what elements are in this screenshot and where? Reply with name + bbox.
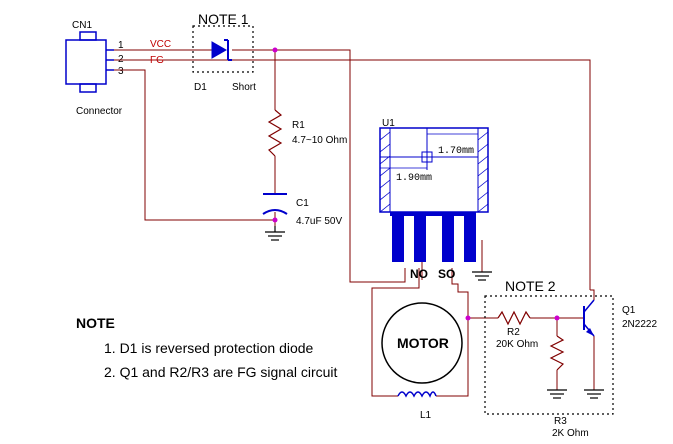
- r3-label: R3: [554, 416, 567, 427]
- so-pin-label: SO: [438, 267, 455, 281]
- wires: [114, 49, 595, 397]
- note2-label: NOTE 2: [505, 278, 556, 294]
- r2-value: 20K Ohm: [496, 339, 538, 350]
- pin3-label: 3: [118, 66, 124, 77]
- note-item: 2. Q1 and R2/R3 are FG signal circuit: [104, 364, 338, 380]
- ground-icon: [584, 389, 604, 399]
- ground-icon: [547, 389, 567, 399]
- motor: MOTOR: [381, 302, 463, 384]
- resistor-r3: [549, 335, 565, 371]
- notes-heading: NOTE: [76, 315, 115, 331]
- hall-ic-u1: U1 1.70mm 1.90mm NO SO: [379, 118, 489, 281]
- connector-cn1: CN1 Connector 1 2 3: [65, 20, 124, 117]
- d1-label: D1: [194, 82, 207, 93]
- no-pin-label: NO: [410, 267, 428, 281]
- note1-label: NOTE 1: [198, 11, 249, 27]
- junctions: [272, 47, 560, 321]
- note-item: 1. D1 is reversed protection diode: [104, 340, 314, 356]
- resistor-r2: R2 20K Ohm: [496, 310, 538, 350]
- transistor-q1: [583, 299, 595, 337]
- ground-icon: [265, 226, 285, 241]
- q1-part: 2N2222: [622, 319, 657, 330]
- dim-vertical: 1.90mm: [396, 173, 432, 184]
- note1-group: NOTE 1 D1 Short: [192, 11, 256, 93]
- motor-label: MOTOR: [397, 335, 449, 351]
- resistor-r1: R1 4.7~10 Ohm: [267, 109, 347, 157]
- l1-label: L1: [420, 410, 432, 421]
- r2-label: R2: [507, 327, 520, 338]
- c1-label: C1: [296, 198, 309, 209]
- dim-horizontal: 1.70mm: [438, 146, 474, 157]
- r1-value: 4.7~10 Ohm: [292, 135, 347, 146]
- inductor-l1: L1: [397, 391, 437, 421]
- diode-d1: [202, 39, 232, 61]
- q1-label: Q1: [622, 305, 636, 316]
- cn1-label: CN1: [72, 20, 92, 31]
- note2-group: NOTE 2 R2 20K Ohm: [484, 278, 614, 415]
- connector-label: Connector: [76, 106, 123, 117]
- u1-label: U1: [382, 118, 395, 129]
- ground-icon: [472, 271, 492, 281]
- c1-value: 4.7uF 50V: [296, 216, 342, 227]
- vcc-label: VCC: [150, 39, 171, 50]
- fg-label: FG: [150, 55, 164, 66]
- short-label: Short: [232, 82, 256, 93]
- capacitor-c1: C1 4.7uF 50V: [262, 193, 342, 227]
- pin1-label: 1: [118, 40, 124, 51]
- r3-value: 2K Ohm: [552, 428, 589, 439]
- r1-label: R1: [292, 120, 305, 131]
